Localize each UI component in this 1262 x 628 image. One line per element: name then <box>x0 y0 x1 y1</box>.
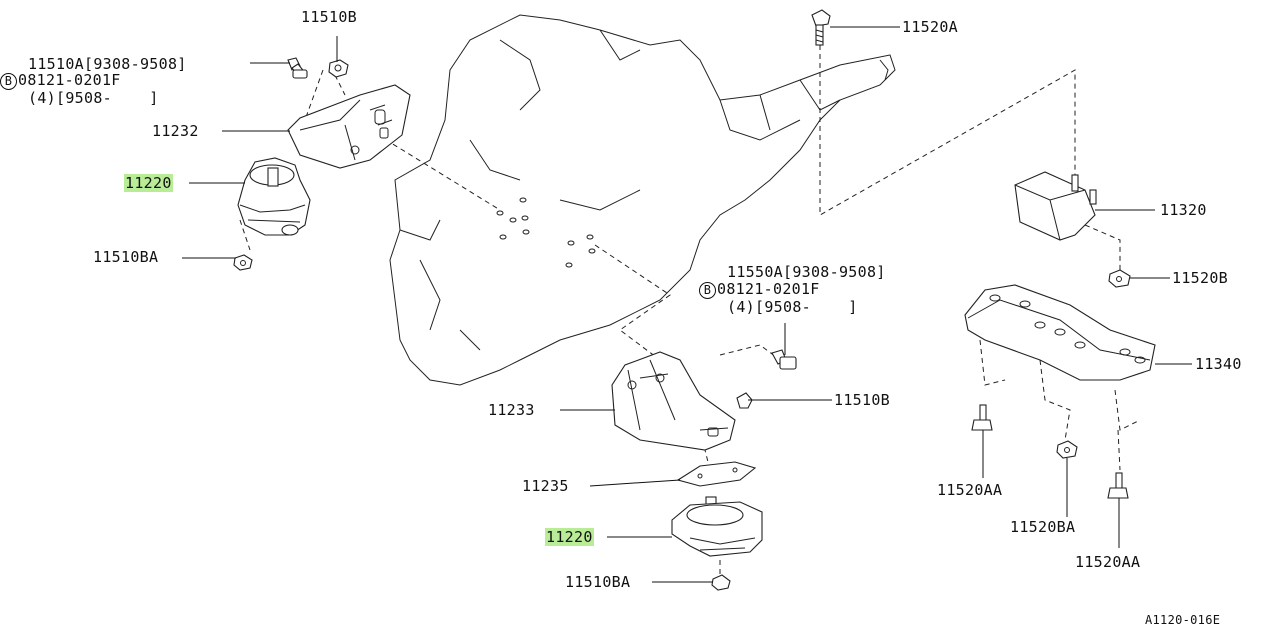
mount-11220-top <box>237 157 311 236</box>
bolt-11520AA-right <box>1107 472 1129 499</box>
label-11232: 11232 <box>152 122 199 140</box>
label-11520A: 11520A <box>902 18 958 36</box>
plate-11235 <box>676 461 757 487</box>
label-11520AA-right: 11520AA <box>1075 553 1141 571</box>
nut-11510B-top <box>328 59 349 78</box>
nut-11520BA <box>1056 440 1078 459</box>
nut-11520B <box>1108 269 1131 288</box>
label-11550A: 11550A[9308-9508] <box>727 263 886 281</box>
label-11520BA: 11520BA <box>1010 518 1076 536</box>
insulator-11320 <box>1014 171 1097 241</box>
label-11220-bottom: 11220 <box>545 528 594 546</box>
label-11510B-top: 11510B <box>301 8 357 26</box>
label-11320: 11320 <box>1160 201 1207 219</box>
label-11235: 11235 <box>522 477 569 495</box>
label-11520AA-left: 11520AA <box>937 481 1003 499</box>
nut-11510BA-left <box>233 254 253 271</box>
highlight-11220-bottom: 11220 <box>545 528 594 546</box>
label-11520B: 11520B <box>1172 269 1228 287</box>
bracket-11233 <box>611 351 736 451</box>
bracket-11232 <box>287 84 411 169</box>
bolt-11520AA-left <box>971 404 993 431</box>
label-08121-0201F: 08121-0201F <box>18 71 121 89</box>
label-11510B-mid: 11510B <box>834 391 890 409</box>
leader-lines <box>182 26 1192 583</box>
mount-11220-bottom <box>671 496 763 557</box>
diagram-code: A1120-016E <box>1145 613 1221 627</box>
bolt-11550A <box>771 349 797 370</box>
highlight-11220-top: 11220 <box>124 174 173 192</box>
label-11510A-qty: (4)[9508- ] <box>28 89 159 107</box>
dashed-guides <box>239 45 1141 575</box>
label-11233: 11233 <box>488 401 535 419</box>
label-11550A-qty: (4)[9508- ] <box>727 298 858 316</box>
label-08121-0201F-2: 08121-0201F <box>717 280 820 298</box>
label-11510BA-bottom: 11510BA <box>565 573 631 591</box>
label-11220-top: 11220 <box>124 174 173 192</box>
nut-11510BA-bottom <box>711 574 731 591</box>
circle-b-marker-2: B <box>699 282 716 299</box>
label-11510A: 11510A[9308-9508] <box>28 55 187 73</box>
label-11510BA-left: 11510BA <box>93 248 159 266</box>
engine-transmission-outline <box>389 14 896 386</box>
crossmember-11340 <box>964 284 1156 381</box>
bolt-11520A <box>811 9 831 46</box>
circle-b-marker: B <box>0 73 17 90</box>
bolt-11510A <box>287 57 308 79</box>
nut-11510B-mid <box>736 392 753 409</box>
label-11340: 11340 <box>1195 355 1242 373</box>
